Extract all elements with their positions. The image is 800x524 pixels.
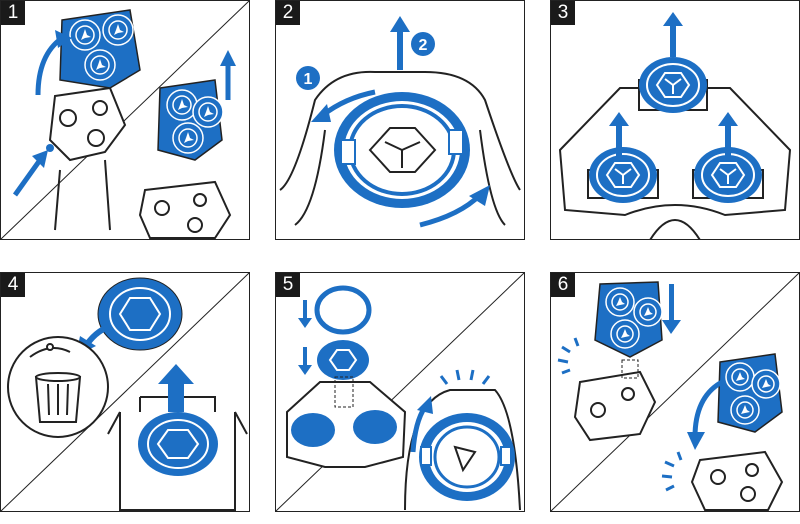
click-sound-icon <box>557 337 580 375</box>
retaining-ring-icon <box>404 389 521 511</box>
shaving-unit-icon <box>690 450 784 511</box>
panel-5-illustration <box>275 272 525 512</box>
cutter-icon <box>587 56 764 204</box>
arrow-icon <box>687 379 724 450</box>
panel-6-illustration <box>550 272 800 512</box>
panel-step-1: 1 <box>0 0 250 240</box>
shaving-unit-icon <box>573 359 657 442</box>
trash-bin-icon <box>7 336 109 438</box>
arrow-icon <box>410 396 433 453</box>
panel-diagonal <box>0 272 250 512</box>
arrow-icon <box>158 364 194 412</box>
panel-step-4: 4 <box>0 272 250 512</box>
panel-step-5: 5 <box>275 272 525 512</box>
retaining-ring-icon <box>334 92 470 208</box>
shaving-head-icon <box>157 79 224 161</box>
step-number: 3 <box>551 1 575 25</box>
step-number: 5 <box>276 273 300 297</box>
shaving-head-icon <box>717 353 783 433</box>
shaving-head-icon <box>594 281 663 358</box>
panel-step-6: 6 <box>550 272 800 512</box>
shaving-unit-icon <box>286 376 407 468</box>
shaving-unit-icon <box>46 86 127 231</box>
step-number: 4 <box>1 273 25 297</box>
svg-text:2: 2 <box>419 37 428 54</box>
step-number: 6 <box>551 273 575 297</box>
arrow-icon <box>298 300 312 375</box>
step-number: 1 <box>1 1 25 25</box>
panel-2-illustration: 1 2 <box>275 0 525 240</box>
step-number: 2 <box>276 1 300 25</box>
click-sound-icon <box>439 369 491 385</box>
cutter-icon <box>97 277 183 351</box>
arrow-icon <box>311 16 490 228</box>
shaving-unit-icon <box>138 180 232 239</box>
arrow-icon <box>220 50 236 100</box>
panel-diagonal <box>0 0 250 240</box>
panel-step-3: 3 <box>550 0 800 240</box>
panel-diagonal <box>275 272 525 512</box>
retaining-ring-icon <box>314 285 372 335</box>
panel-1-illustration <box>0 0 250 240</box>
step-badge-2: 2 <box>411 32 435 56</box>
step-badge-1: 1 <box>296 66 320 90</box>
panel-4-illustration <box>0 272 250 512</box>
svg-text:1: 1 <box>304 71 313 88</box>
panel-3-illustration <box>550 0 800 240</box>
click-sound-icon <box>661 451 683 492</box>
panel-step-2: 1 2 2 <box>275 0 525 240</box>
shaving-head-icon <box>59 9 141 89</box>
replacement-box-icon <box>107 396 248 511</box>
arrow-icon <box>609 12 738 160</box>
arrow-icon <box>662 284 681 334</box>
panel-diagonal <box>550 272 800 512</box>
arrow-icon <box>12 30 72 197</box>
shaving-unit-icon <box>279 70 521 191</box>
cutter-icon <box>317 340 369 380</box>
